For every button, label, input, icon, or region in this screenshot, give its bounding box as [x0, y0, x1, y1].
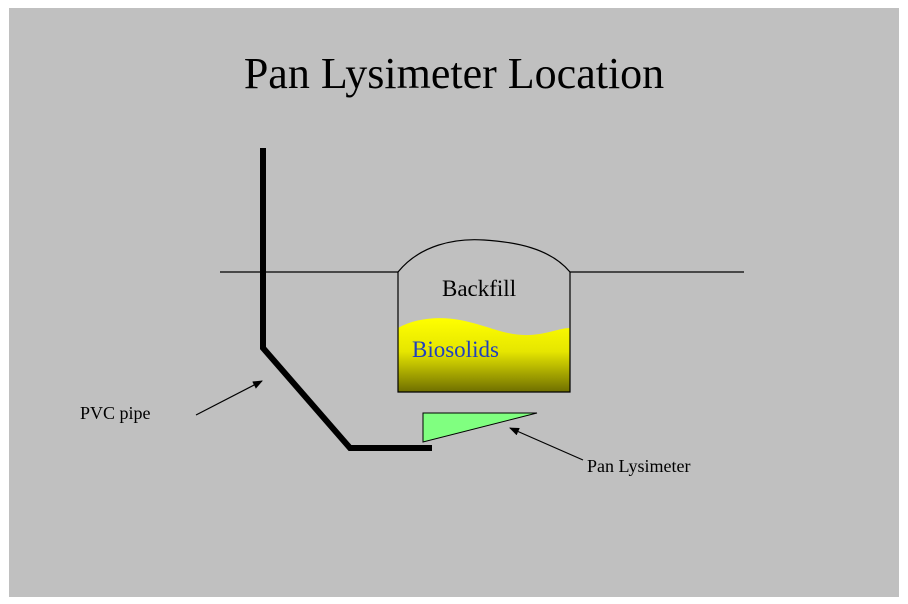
slide-background [9, 8, 899, 597]
pan-lysimeter-arrow [509, 427, 584, 461]
backfill-mound [397, 239, 571, 273]
pan-lysimeter [422, 412, 538, 443]
pvc-pipe [260, 148, 432, 451]
pvc-pipe-arrow [195, 380, 263, 416]
biosolids-layer [398, 318, 570, 392]
biosolids-label: Biosolids [412, 337, 499, 362]
backfill-label: Backfill [442, 276, 516, 301]
trench-outline [397, 272, 571, 393]
page-title: Pan Lysimeter Location [243, 49, 665, 98]
pvc-pipe-label: PVC pipe [80, 403, 151, 423]
pan-lysimeter-label: Pan Lysimeter [587, 456, 690, 476]
